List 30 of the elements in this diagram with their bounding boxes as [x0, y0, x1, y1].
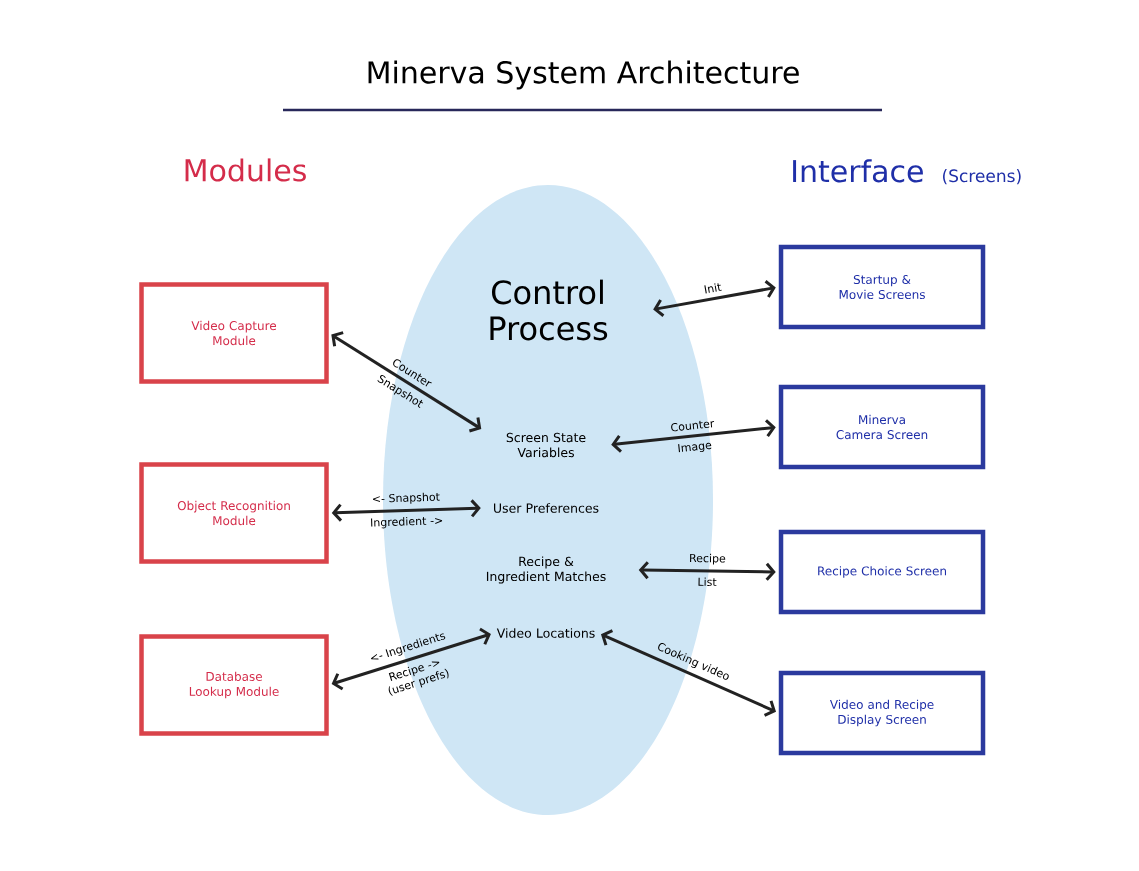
- edge-label: Recipe: [690, 553, 726, 565]
- arrow-note: List: [698, 577, 717, 587]
- state-text: Recipe & Ingredient Matches: [486, 556, 606, 584]
- arrow: [331, 499, 481, 522]
- arrow: [331, 627, 491, 691]
- edge-label: Init: [704, 283, 722, 294]
- arrow-note: Ingredient ->: [371, 517, 443, 529]
- heading-note: (Screens): [943, 169, 1021, 185]
- edge-label: Counter: [671, 420, 715, 432]
- screen-box: Minerva Camera Screen: [778, 384, 986, 470]
- screen-box: Recipe Choice Screen: [778, 529, 986, 615]
- title: Minerva System Architecture: [368, 60, 799, 90]
- process-heading: Control Process: [490, 279, 608, 341]
- arrow: [653, 280, 776, 317]
- edge-label: <- Snapshot: [373, 492, 440, 504]
- heading: Interface: [793, 159, 923, 183]
- arrow: [600, 629, 776, 717]
- module-box: Object Recognition Module: [139, 462, 329, 564]
- screen-box: Video and Recipe Display Screen: [778, 670, 986, 756]
- module-box: Video Capture Module: [139, 282, 329, 384]
- state-text: Video Locations: [496, 628, 595, 638]
- arrow: [611, 419, 776, 453]
- heading: Modules: [185, 158, 306, 182]
- state-text: User Preferences: [494, 503, 599, 513]
- arrow: [331, 331, 482, 433]
- state-text: Screen State Variables: [506, 432, 586, 458]
- screen-box: Startup & Movie Screens: [778, 244, 986, 330]
- arrow-note: Image: [678, 442, 712, 453]
- arrow: [638, 561, 776, 581]
- module-box: Database Lookup Module: [139, 634, 329, 736]
